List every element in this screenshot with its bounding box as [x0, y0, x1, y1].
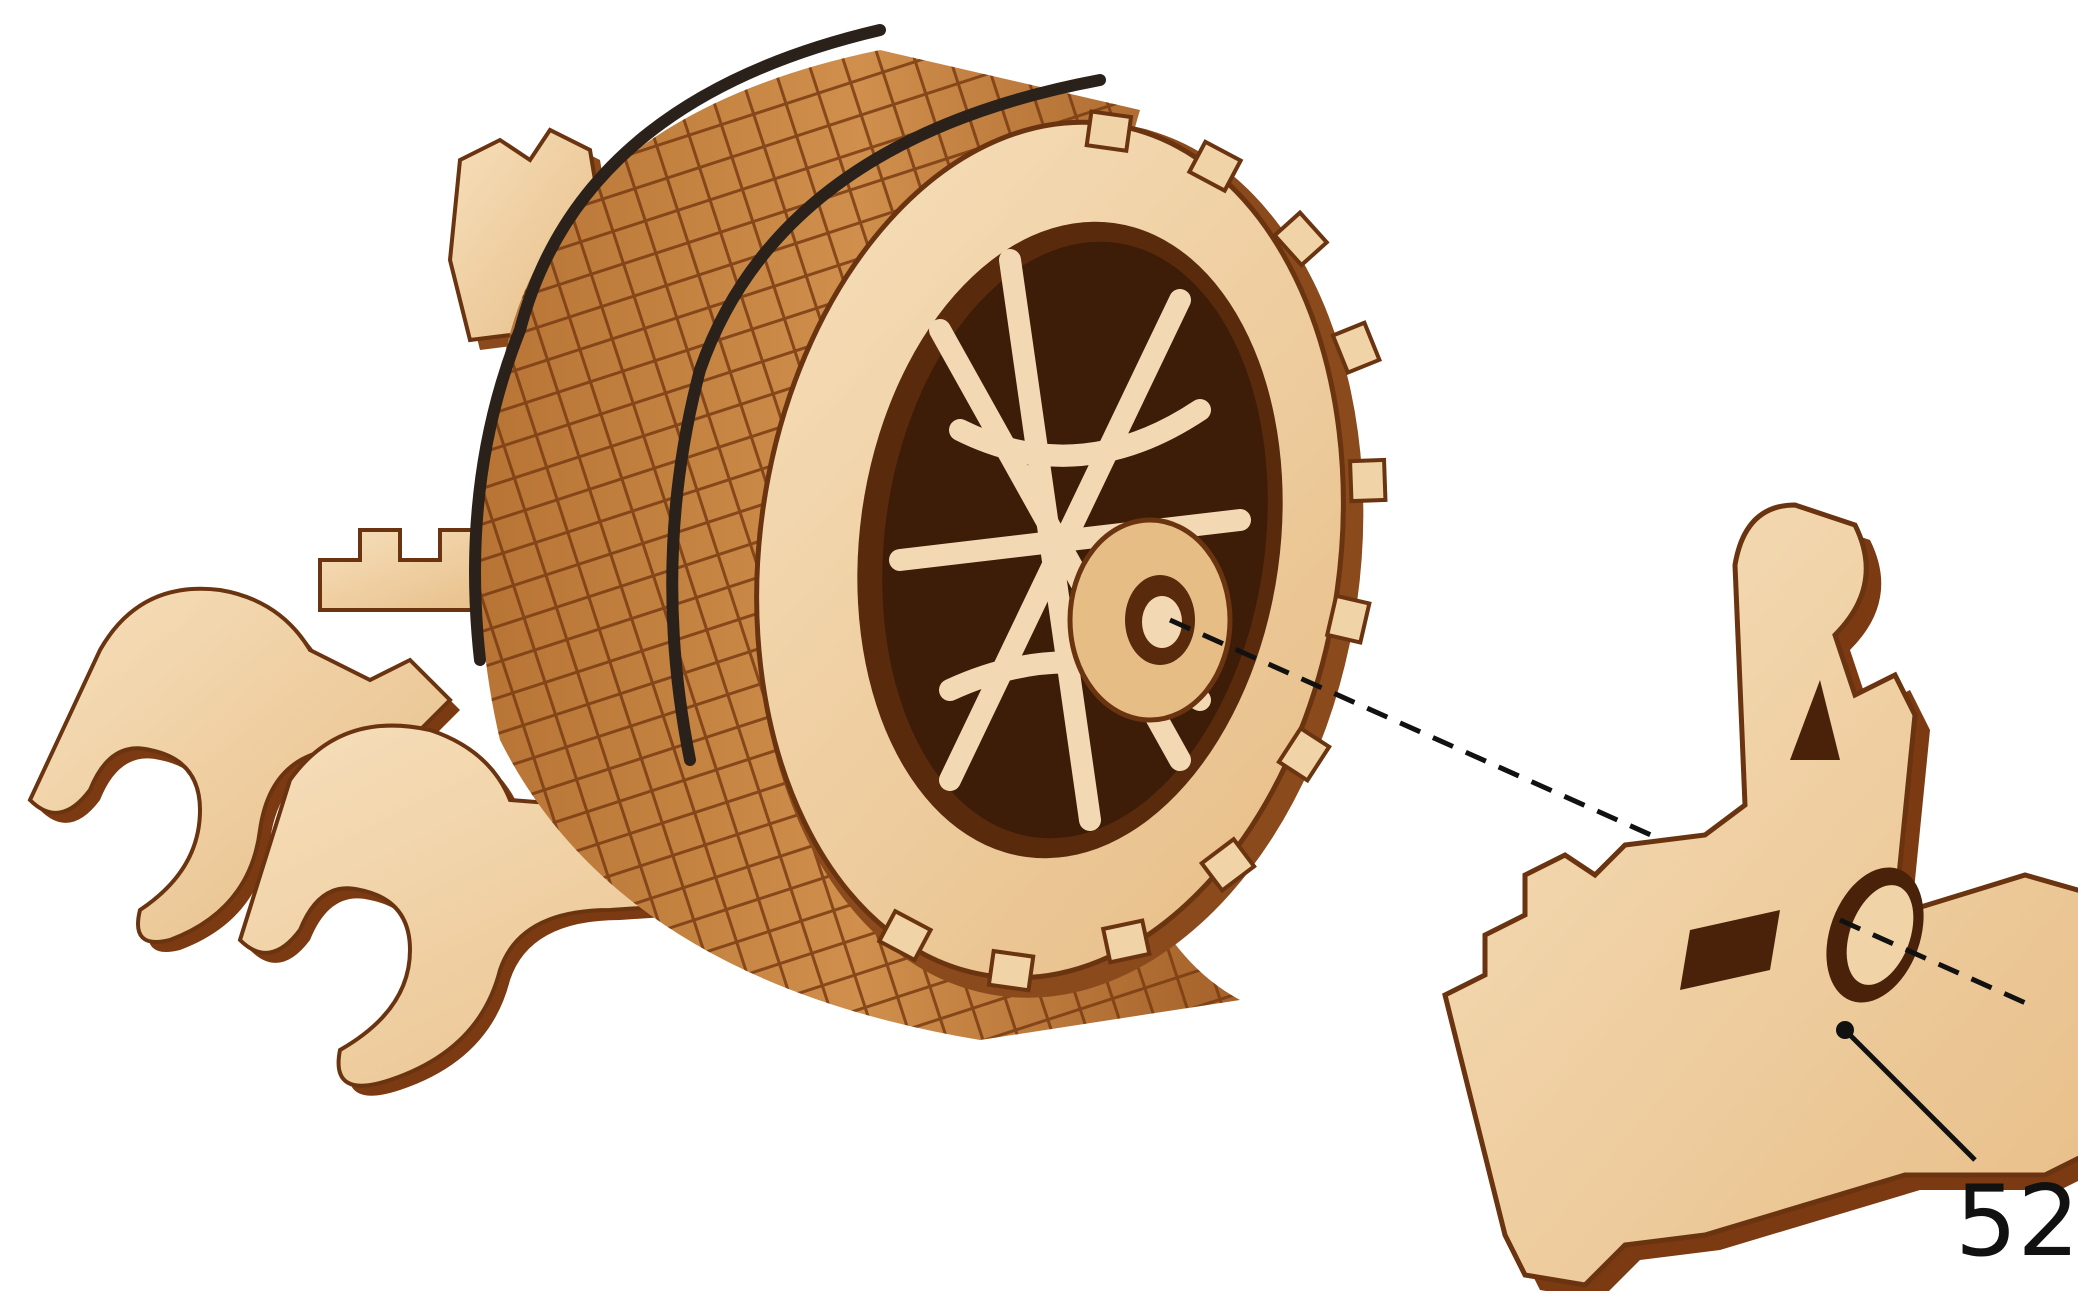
- part-number-label: 52: [1955, 1165, 2078, 1279]
- assembled-drum-mechanism: [30, 30, 1433, 1096]
